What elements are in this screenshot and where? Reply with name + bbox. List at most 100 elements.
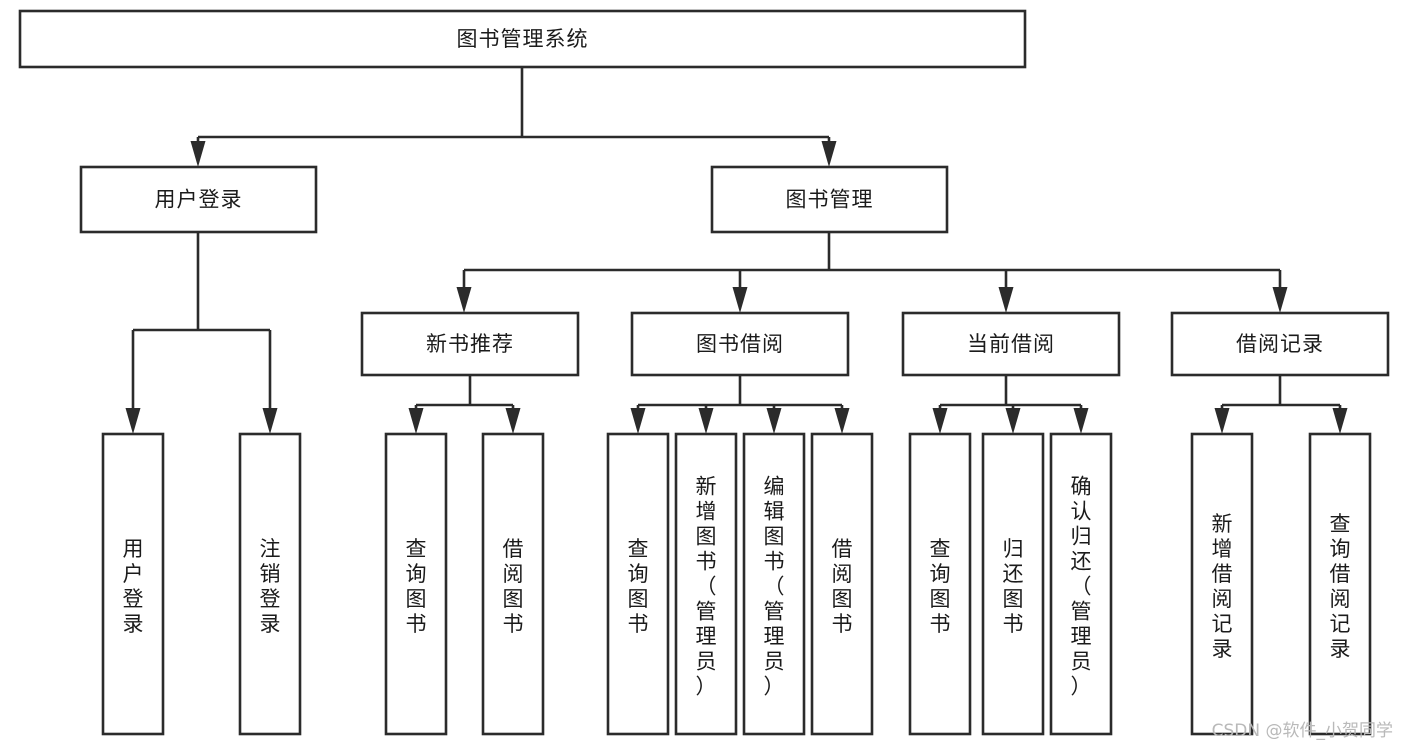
group-2-drop-0-arrowhead [630, 408, 646, 434]
leaf-node-label: 查询图书 [406, 537, 427, 636]
leaf-node-label-char: 户 [123, 562, 144, 586]
leaf-node-label: 借阅图书 [832, 537, 853, 636]
leaf-node-box[interactable] [981, 432, 1045, 736]
leaf-node-label-char: 录 [260, 612, 281, 636]
leaf-node-label-char: 管 [1071, 600, 1092, 624]
leaf-node-box[interactable] [1308, 432, 1372, 736]
root-node-box[interactable] [18, 9, 1027, 69]
leaf-node-label-char: 书 [1003, 612, 1024, 636]
leaf-node-box[interactable] [101, 432, 165, 736]
leaf-node-label-char: 归 [1003, 537, 1024, 561]
group-2-drop-3-arrowhead [834, 408, 850, 434]
leaf-node-0[interactable]: 用户登录 [101, 432, 165, 736]
leaf-node-label-char: 书 [832, 612, 853, 636]
leaf-node-label-char: 图 [503, 587, 524, 611]
leaf-node-3[interactable]: 借阅图书 [481, 432, 545, 736]
leaf-node-label-char: 管 [764, 600, 785, 624]
root-node[interactable]: 图书管理系统 [18, 9, 1027, 69]
leaf-node-label-char: 管 [696, 600, 717, 624]
leaf-node-label-char: 借 [1212, 562, 1233, 586]
node-layer: 图书管理系统用户登录图书管理新书推荐图书借阅当前借阅借阅记录用户登录注销登录查询… [18, 9, 1390, 736]
leaf-node-label-char: 借 [1330, 562, 1351, 586]
connector-layer [125, 67, 1348, 434]
leaf-node-label-char: 记 [1330, 612, 1351, 636]
leaf-node-label-char: 确 [1071, 475, 1092, 499]
leaf-node-7[interactable]: 借阅图书 [810, 432, 874, 736]
leaf-node-label: 新增借阅记录 [1212, 512, 1233, 661]
leaf-node-label-char: 还 [1071, 550, 1092, 574]
level2-node-0[interactable]: 用户登录 [79, 165, 318, 234]
level3-node-3[interactable]: 借阅记录 [1170, 311, 1390, 377]
leaf-node-box[interactable] [1190, 432, 1254, 736]
root-node-label: 图书管理系统 [457, 27, 589, 51]
leaf-node-12[interactable]: 查询借阅记录 [1308, 432, 1372, 736]
leaf-node-box[interactable] [742, 432, 806, 736]
leaf-node-label-char: 认 [1071, 500, 1092, 524]
leaf-node-4[interactable]: 查询图书 [606, 432, 670, 736]
leaf-node-label-char: 图 [764, 525, 785, 549]
leaf-node-label-char: 书 [628, 612, 649, 636]
leaf-node-1[interactable]: 注销登录 [238, 432, 302, 736]
level2-node-box[interactable] [79, 165, 318, 234]
leaf-node-label-char: （ [1071, 575, 1092, 599]
leaf-node-11[interactable]: 新增借阅记录 [1190, 432, 1254, 736]
level3-node-1[interactable]: 图书借阅 [630, 311, 850, 377]
level3-node-box[interactable] [360, 311, 580, 377]
leaf-node-label-char: 员 [1071, 650, 1092, 674]
group-3-drop-2-arrowhead [1073, 408, 1089, 434]
leaf-node-label: 编辑图书（管理员） [764, 475, 785, 699]
leaf-node-label-char: 图 [406, 587, 427, 611]
leaf-node-2[interactable]: 查询图书 [384, 432, 448, 736]
level3-node-box[interactable] [1170, 311, 1390, 377]
level3-node-label: 新书推荐 [426, 332, 514, 356]
group-0-drop-1-arrowhead [262, 408, 278, 434]
group-1-drop-0-arrowhead [408, 408, 424, 434]
leaf-node-label-char: 录 [123, 612, 144, 636]
leaf-node-9[interactable]: 归还图书 [981, 432, 1045, 736]
leaf-node-label-char: 图 [628, 587, 649, 611]
level2-node-label: 图书管理 [786, 188, 874, 212]
mgmt-drop-0-arrowhead [456, 287, 472, 313]
mgmt-drop-1-arrowhead [732, 287, 748, 313]
leaf-node-5[interactable]: 新增图书（管理员） [674, 432, 738, 736]
leaf-node-box[interactable] [1049, 432, 1113, 736]
level3-node-2[interactable]: 当前借阅 [901, 311, 1121, 377]
leaf-node-box[interactable] [810, 432, 874, 736]
leaf-node-box[interactable] [238, 432, 302, 736]
root-drop-1-arrowhead [821, 141, 837, 167]
group-3-drop-1-arrowhead [1005, 408, 1021, 434]
leaf-node-box[interactable] [384, 432, 448, 736]
leaf-node-8[interactable]: 查询图书 [908, 432, 972, 736]
leaf-node-label: 查询图书 [930, 537, 951, 636]
root-drop-0-arrowhead [190, 141, 206, 167]
level3-node-box[interactable] [630, 311, 850, 377]
level2-node-1[interactable]: 图书管理 [710, 165, 949, 234]
leaf-node-label-char: 书 [503, 612, 524, 636]
level2-node-box[interactable] [710, 165, 949, 234]
mgmt-drop-3-arrowhead [1272, 287, 1288, 313]
leaf-node-box[interactable] [481, 432, 545, 736]
leaf-node-label-char: （ [764, 575, 785, 599]
leaf-node-label-char: 图 [930, 587, 951, 611]
leaf-node-label-char: 还 [1003, 562, 1024, 586]
leaf-node-label-char: 登 [260, 587, 281, 611]
leaf-node-6[interactable]: 编辑图书（管理员） [742, 432, 806, 736]
level3-node-0[interactable]: 新书推荐 [360, 311, 580, 377]
leaf-node-label-char: 询 [1330, 537, 1351, 561]
leaf-node-label-char: 书 [406, 612, 427, 636]
leaf-node-label-char: 书 [696, 550, 717, 574]
leaf-node-box[interactable] [606, 432, 670, 736]
leaf-node-label-char: 登 [123, 587, 144, 611]
group-3-drop-0-arrowhead [932, 408, 948, 434]
leaf-node-label-char: 查 [930, 537, 951, 561]
leaf-node-label-char: 询 [628, 562, 649, 586]
leaf-node-label-char: 阅 [832, 562, 853, 586]
leaf-node-label-char: 注 [260, 537, 281, 561]
leaf-node-label: 归还图书 [1003, 537, 1024, 636]
leaf-node-label-char: 理 [764, 625, 785, 649]
leaf-node-10[interactable]: 确认归还（管理员） [1049, 432, 1113, 736]
leaf-node-box[interactable] [908, 432, 972, 736]
level3-node-box[interactable] [901, 311, 1121, 377]
leaf-node-box[interactable] [674, 432, 738, 736]
